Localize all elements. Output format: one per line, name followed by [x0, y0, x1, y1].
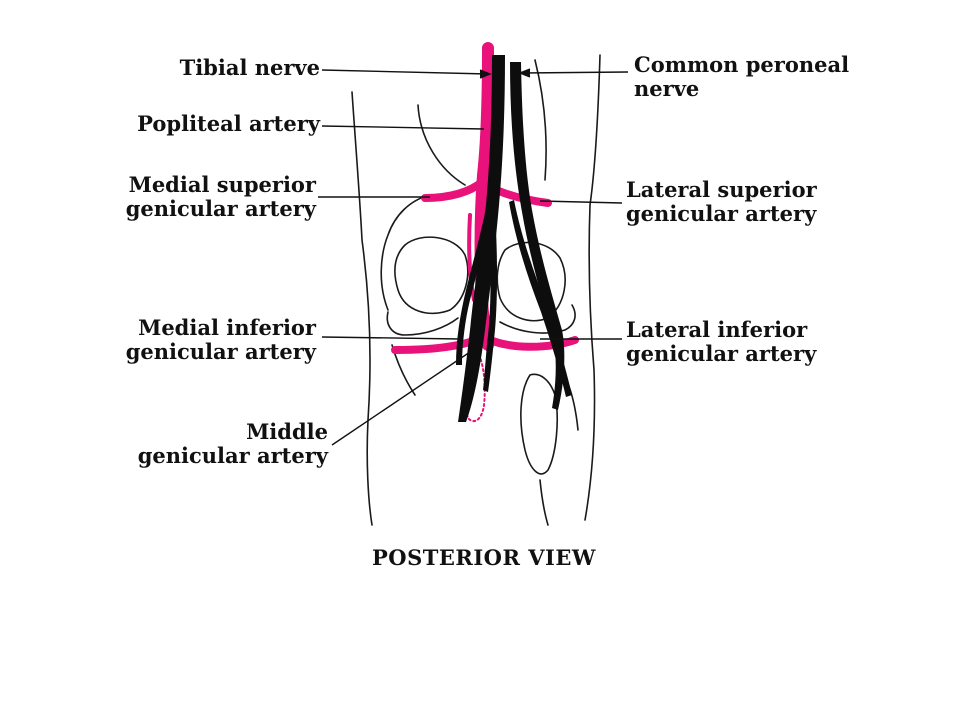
leader-lines [318, 68, 629, 446]
medial-meniscus [386, 311, 459, 336]
label-medial-superior-line1: Medial superior [128, 172, 316, 197]
label-common-peroneal-nerve: Common peroneal nerve [634, 53, 849, 101]
lateral-inferior-genicular-artery [486, 336, 579, 351]
nerves [456, 55, 572, 422]
label-lateral-inferior-line1: Lateral inferior [626, 317, 808, 342]
label-lateral-inferior-line2: genicular artery [626, 341, 817, 366]
leader-popliteal [321, 125, 485, 130]
medial-artery-branch [467, 213, 476, 302]
leader-lateral-superior [539, 200, 623, 204]
leader-middle [331, 351, 471, 446]
label-lateral-inferior-genicular-artery: Lateral inferior genicular artery [626, 318, 816, 366]
label-lateral-superior-line1: Lateral superior [626, 177, 817, 202]
label-middle-line2: genicular artery [137, 443, 328, 468]
right-leg-contour [584, 54, 601, 521]
label-lateral-superior-genicular-artery: Lateral superior genicular artery [626, 178, 817, 226]
label-lateral-superior-line2: genicular artery [626, 201, 817, 226]
label-medial-superior-line2: genicular artery [125, 196, 316, 221]
arrow-common-peroneal [518, 68, 531, 78]
femur-shaft-outline [380, 194, 431, 311]
label-middle-genicular-artery: Middle genicular artery [100, 420, 328, 468]
leader-medial-inferior [321, 336, 461, 340]
common-peroneal-strand [509, 200, 572, 397]
leader-tibial-nerve [321, 69, 489, 75]
medial-condyle [394, 236, 469, 315]
label-medial-inferior-line2: genicular artery [125, 339, 316, 364]
diagram-caption: POSTERIOR VIEW [372, 545, 596, 570]
label-medial-inferior-line1: Medial inferior [138, 315, 316, 340]
medial-thigh-line [417, 104, 466, 186]
medial-superior-genicular-artery [421, 178, 486, 202]
label-common-peroneal-line2: nerve [634, 76, 700, 101]
lateral-thigh-line [534, 59, 547, 181]
lateral-meniscus [499, 304, 576, 334]
label-medial-superior-genicular-artery: Medial superior genicular artery [96, 173, 316, 221]
fibula-head [520, 373, 558, 475]
fibula-shaft [539, 479, 549, 526]
label-middle-line1: Middle [246, 419, 328, 444]
label-medial-inferior-genicular-artery: Medial inferior genicular artery [96, 316, 316, 364]
tibial-nerve-strand [456, 180, 497, 365]
label-popliteal-artery: Popliteal artery [137, 111, 320, 136]
tibial-branch-lower [483, 230, 498, 392]
arrow-tibial-nerve [479, 69, 492, 79]
label-tibial-nerve: Tibial nerve [179, 55, 320, 80]
leader-common-peroneal [521, 71, 629, 74]
label-common-peroneal-line1: Common peroneal [634, 52, 850, 77]
left-leg-contour [351, 91, 373, 526]
